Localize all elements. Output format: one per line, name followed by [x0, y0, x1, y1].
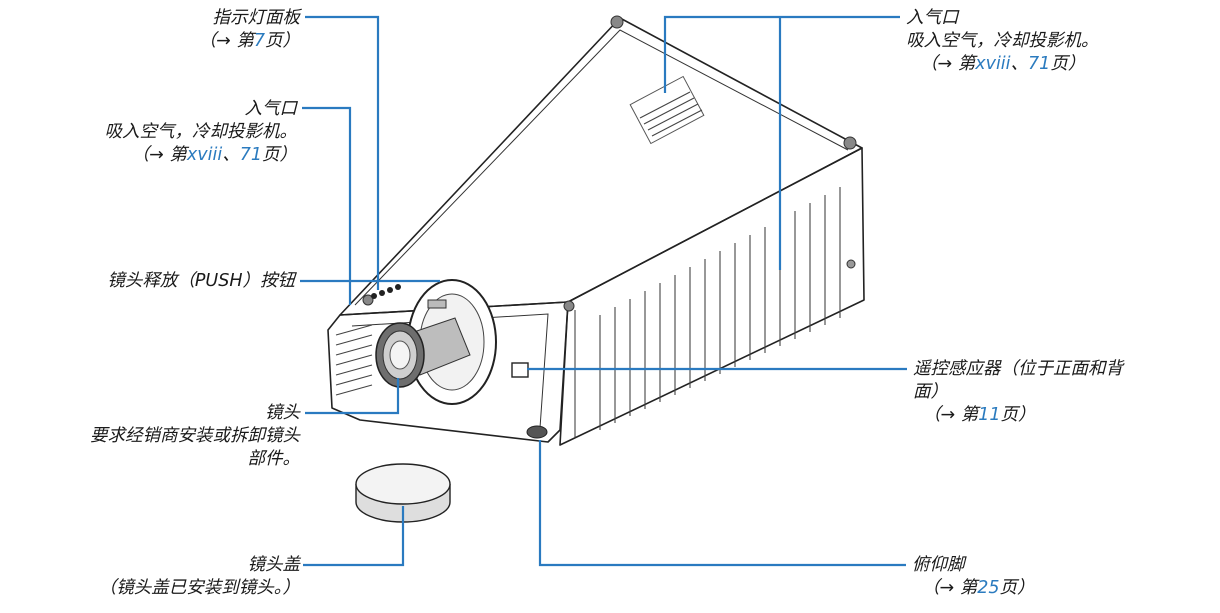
indicator-panel-name: 指示灯面板 [212, 8, 301, 28]
tilt-foot-name: 俯仰脚 [912, 555, 965, 575]
lens-release-label: 镜头释放（PUSH）按钮 [10, 270, 295, 293]
tilt-foot-ref: （→ 第25页） [922, 578, 1035, 598]
lens-cap-name: 镜头盖 [247, 555, 301, 575]
intake-top-page-link-a[interactable]: xviii [975, 54, 1011, 74]
lens-cap-label: 镜头盖 （镜头盖已安装到镜头。） [0, 554, 300, 600]
indicator-panel-label: 指示灯面板 （→ 第7页） [130, 7, 300, 53]
remote-sensor-page-link[interactable]: 11 [978, 405, 1001, 425]
intake-left-page-link-b[interactable]: 71 [239, 145, 262, 165]
remote-sensor-name-line1: 遥控感应器（位于正面和背 [913, 359, 1123, 379]
lens-cap-desc: （镜头盖已安装到镜头。） [98, 578, 300, 598]
intake-top-ref: （→ 第xviii、71页） [920, 54, 1086, 74]
indicator-panel-page-link[interactable]: 7 [253, 31, 265, 51]
lens-desc-line2: 部件。 [247, 449, 301, 469]
leader-tilt-foot [538, 440, 906, 567]
intake-top-label: 入气口 吸入空气，冷却投影机。 （→ 第xviii、71页） [906, 7, 1206, 76]
intake-left-name: 入气口 [244, 99, 298, 119]
leader-lens [305, 378, 400, 415]
leader-lines [300, 15, 907, 567]
intake-left-ref: （→ 第xviii、71页） [131, 145, 297, 165]
leader-intake-top-a [663, 15, 900, 93]
lens-desc-line1: 要求经销商安装或拆卸镜头 [90, 426, 300, 446]
lens-release-name: 镜头释放（PUSH）按钮 [107, 271, 295, 291]
intake-top-page-link-b[interactable]: 71 [1028, 54, 1051, 74]
indicator-panel-ref: （→ 第7页） [198, 31, 300, 51]
intake-left-page-link-a[interactable]: xviii [186, 145, 223, 165]
intake-top-desc: 吸入空气，冷却投影机。 [906, 31, 1099, 51]
remote-sensor-ref: （→ 第11页） [923, 405, 1036, 425]
intake-left-desc: 吸入空气，冷却投影机。 [104, 122, 298, 142]
lens-label: 镜头 要求经销商安装或拆卸镜头 部件。 [10, 402, 300, 471]
tilt-foot-page-link[interactable]: 25 [977, 578, 1000, 598]
leader-indicator-panel [305, 15, 380, 290]
intake-top-name: 入气口 [906, 8, 959, 28]
leader-intake-left [302, 106, 352, 305]
tilt-foot-label: 俯仰脚 （→ 第25页） [912, 554, 1202, 600]
projector-illustration [327, 15, 865, 446]
intake-left-label: 入气口 吸入空气，冷却投影机。 （→ 第xviii、71页） [10, 98, 298, 167]
leader-lens-cap [303, 506, 405, 567]
remote-sensor-name-line2: 面） [913, 382, 948, 402]
remote-sensor-label: 遥控感应器（位于正面和背 面） （→ 第11页） [913, 358, 1213, 427]
lens-name: 镜头 [265, 403, 300, 423]
lens-cap-illustration [355, 463, 451, 523]
